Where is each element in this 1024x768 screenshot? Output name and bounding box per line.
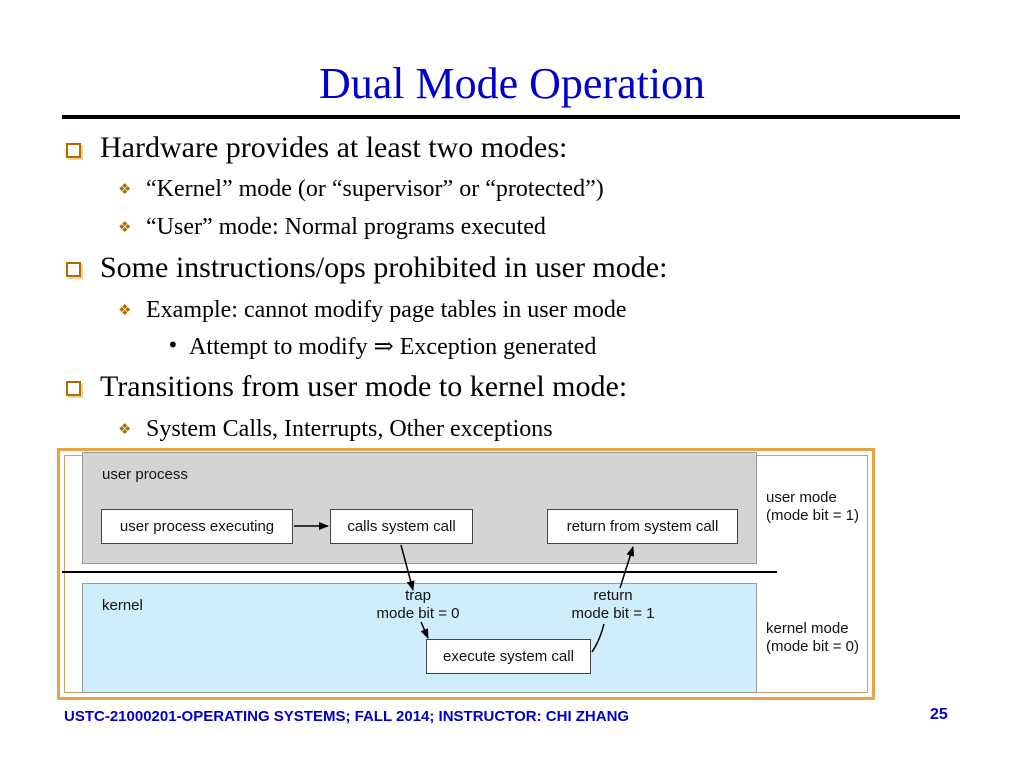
bullet-2-1-1: Attempt to modify ⇒ Exception generated xyxy=(189,334,597,360)
diamond-bullet-icon: ❖ xyxy=(118,180,132,198)
bullet-1: Hardware provides at least two modes: xyxy=(100,131,568,164)
box-return-from-system-call: return from system call xyxy=(547,509,738,544)
square-bullet-icon xyxy=(66,381,81,396)
bullet-3: Transitions from user mode to kernel mod… xyxy=(100,370,628,403)
square-bullet-icon xyxy=(66,143,81,158)
box-calls-system-call: calls system call xyxy=(330,509,473,544)
kernel-mode-line-2: (mode bit = 0) xyxy=(766,638,859,655)
slide-title: Dual Mode Operation xyxy=(318,59,706,108)
bullet-1-1: “Kernel” mode (or “supervisor” or “prote… xyxy=(146,176,604,202)
diamond-bullet-icon: ❖ xyxy=(118,301,132,319)
kernel-mode-line-1: kernel mode xyxy=(766,620,849,637)
bullet-2: Some instructions/ops prohibited in user… xyxy=(100,251,668,284)
return-label: return mode bit = 1 xyxy=(553,587,673,623)
user-mode-line-2: (mode bit = 1) xyxy=(766,507,859,524)
dot-bullet-icon: • xyxy=(167,333,179,357)
user-process-region xyxy=(82,452,757,564)
footer-course: USTC-21000201-OPERATING SYSTEMS; FALL 20… xyxy=(64,708,630,725)
title-underline xyxy=(62,115,960,119)
trap-line-2: mode bit = 0 xyxy=(376,605,460,622)
bullet-2-1: Example: cannot modify page tables in us… xyxy=(146,297,627,323)
kernel-region xyxy=(82,583,757,693)
bullet-3-1: System Calls, Interrupts, Other exceptio… xyxy=(146,416,553,442)
user-mode-label: user mode (mode bit = 1) xyxy=(766,489,859,525)
trap-label: trap mode bit = 0 xyxy=(358,587,478,623)
square-bullet-icon xyxy=(66,262,81,277)
box-execute-system-call: execute system call xyxy=(426,639,591,674)
page-number: 25 xyxy=(930,706,948,723)
kernel-label: kernel xyxy=(102,597,143,614)
trap-line-1: trap xyxy=(405,587,431,604)
user-process-label: user process xyxy=(102,466,188,483)
mode-divider-line xyxy=(62,571,777,573)
kernel-mode-label: kernel mode (mode bit = 0) xyxy=(766,620,859,656)
diamond-bullet-icon: ❖ xyxy=(118,420,132,438)
user-mode-line-1: user mode xyxy=(766,489,837,506)
return-line-2: mode bit = 1 xyxy=(571,605,655,622)
diamond-bullet-icon: ❖ xyxy=(118,218,132,236)
return-line-1: return xyxy=(593,587,633,604)
bullet-1-2: “User” mode: Normal programs executed xyxy=(146,214,546,240)
box-user-process-executing: user process executing xyxy=(101,509,293,544)
